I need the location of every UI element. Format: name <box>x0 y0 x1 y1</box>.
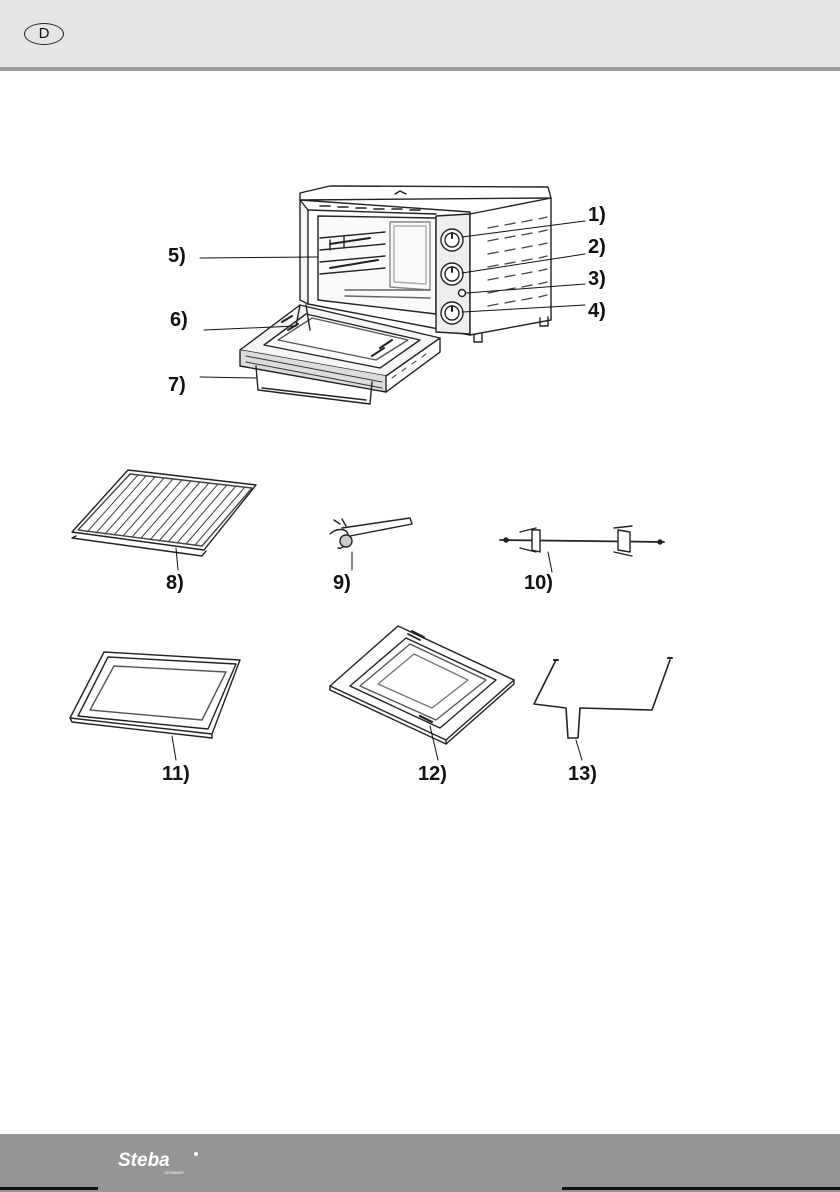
label-3: 3) <box>588 268 606 291</box>
footer-rule-left <box>0 1187 98 1190</box>
oven-illustration <box>240 186 551 404</box>
label-2: 2) <box>588 236 606 259</box>
label-11: 11) <box>162 763 190 786</box>
rotisserie-tool-illustration <box>330 518 412 570</box>
rotisserie-spit-illustration <box>500 526 664 572</box>
label-13: 13) <box>568 763 597 786</box>
label-12: 12) <box>418 763 447 786</box>
brand-wordmark: Steba <box>118 1150 170 1171</box>
steba-logo: Steba GERMANY <box>116 1148 200 1178</box>
label-8: 8) <box>166 572 184 595</box>
label-10: 10) <box>524 572 553 595</box>
tray-handle-illustration <box>534 658 672 760</box>
label-4: 4) <box>588 300 606 323</box>
label-7: 7) <box>168 374 186 397</box>
wire-rack-illustration <box>72 470 256 570</box>
brand-tagline: GERMANY <box>164 1170 185 1175</box>
label-5: 5) <box>168 245 186 268</box>
baking-tray-illustration <box>70 652 240 760</box>
label-9: 9) <box>333 572 351 595</box>
label-1: 1) <box>588 204 606 227</box>
footer-rule-right <box>562 1187 840 1190</box>
crumb-tray-illustration <box>330 626 514 760</box>
label-6: 6) <box>170 309 188 332</box>
